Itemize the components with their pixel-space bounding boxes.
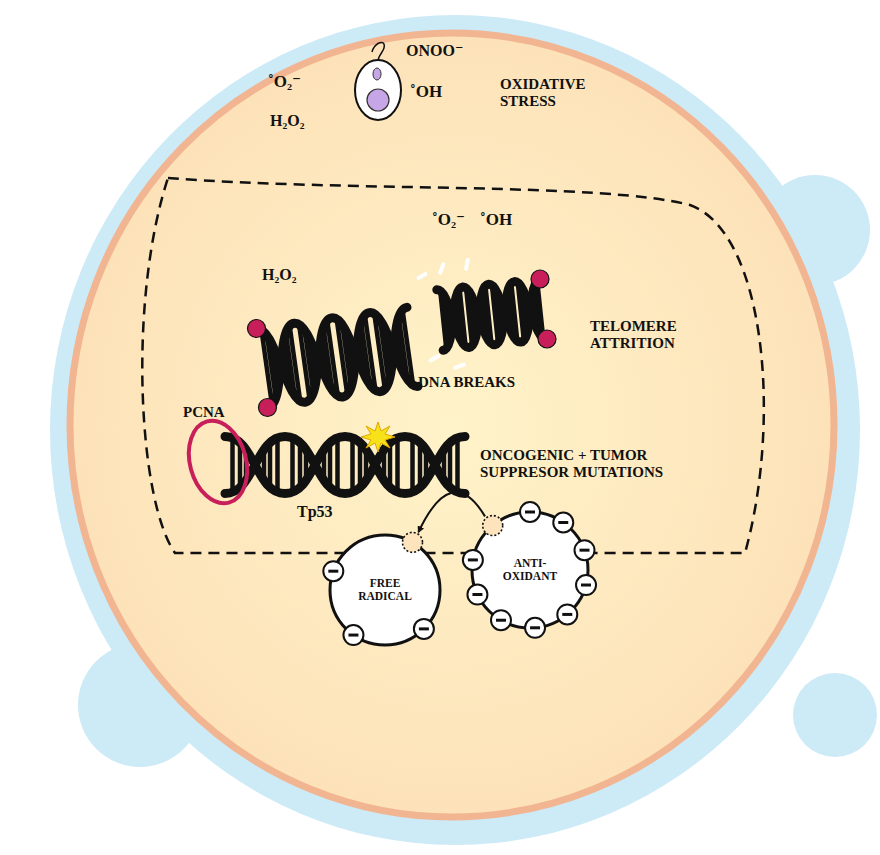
electron-minus — [525, 511, 535, 514]
electron-symbol — [343, 625, 363, 645]
annotation-label: Tp53 — [297, 503, 333, 521]
node-text-area: FREE RADICAL — [315, 520, 455, 660]
electron-symbol — [414, 619, 434, 639]
small-cell-icon — [355, 60, 401, 120]
small-cell-organelle — [373, 68, 381, 80]
electron-minus — [562, 613, 572, 616]
electron-vacancy — [403, 532, 423, 552]
electron-symbol — [323, 561, 343, 581]
molecule-circle: ANTI- OXIDANT — [455, 495, 605, 645]
break-mark — [464, 258, 470, 271]
electron-minus — [581, 584, 591, 587]
dna-helix — [256, 307, 418, 407]
break-mark — [438, 262, 446, 276]
electron-minus — [328, 570, 338, 573]
electron-minus — [580, 549, 590, 552]
break-mark — [428, 353, 441, 363]
electron-symbol — [576, 575, 596, 595]
electron-minus — [468, 558, 478, 561]
dna-helix — [225, 437, 465, 494]
annotation-label: DNA BREAKS — [418, 374, 515, 391]
annotation-label: OXIDATIVE STRESS — [500, 76, 620, 111]
electron-vacancy — [483, 516, 503, 536]
background-blob — [793, 673, 877, 757]
electron-symbol — [491, 610, 511, 630]
electron-minus — [472, 593, 482, 596]
node-label: ANTI- OXIDANT — [493, 557, 567, 583]
annotation-label: ONOO⁻ — [406, 42, 463, 60]
small-cell-flagellum — [372, 42, 384, 60]
telomere-cap — [538, 330, 556, 348]
annotation-label: PCNA — [183, 404, 225, 421]
annotation-label: ˚OH — [410, 82, 442, 102]
nucleus-outline — [142, 178, 764, 553]
electron-minus — [496, 619, 506, 622]
dna-helix-shape — [225, 437, 465, 494]
dna-helix-shape — [256, 307, 418, 407]
dna-helix — [437, 279, 547, 350]
molecule-circle-shape — [472, 512, 588, 628]
annotation-label: ˚O₂⁻ — [268, 72, 301, 92]
cell-membrane — [70, 33, 834, 817]
electron-symbol — [525, 618, 545, 638]
electron-symbol — [557, 604, 577, 624]
annotation-label: TELOMERE ATTRITION — [590, 318, 710, 353]
node-text-area: ANTI- OXIDANT — [455, 495, 605, 645]
electron-symbol — [575, 540, 595, 560]
mutation-star — [361, 422, 395, 452]
dna-helix-shape — [437, 279, 547, 350]
electron-minus — [530, 626, 540, 629]
electron-minus — [558, 521, 568, 524]
molecule-circle: FREE RADICAL — [315, 520, 455, 660]
electron-symbol — [520, 502, 540, 522]
node-label: FREE RADICAL — [349, 577, 421, 603]
annotation-label: H₂O₂ — [270, 112, 304, 130]
electron-minus — [348, 634, 358, 637]
electron-symbol — [463, 550, 483, 570]
electron-symbol — [467, 585, 487, 605]
telomere-cap — [259, 399, 277, 417]
small-cell-nucleus — [367, 89, 389, 111]
pcna-ring — [180, 414, 256, 510]
molecule-circle-shape — [330, 535, 440, 645]
electron-minus — [419, 627, 429, 630]
annotation-label: ONCOGENIC + TUMOR SUPPRESOR MUTATIONS — [480, 447, 725, 482]
background-blob — [50, 15, 860, 845]
annotation-label: ˚OH — [480, 210, 512, 230]
break-mark — [416, 271, 428, 280]
break-mark — [453, 362, 467, 370]
annotation-label: ˚O₂⁻ — [432, 210, 465, 230]
electron-transfer-arrow — [419, 492, 486, 532]
annotation-label: H₂O₂ — [262, 266, 296, 284]
electron-symbol — [553, 512, 573, 532]
telomere-cap — [531, 270, 549, 288]
telomere-cap — [248, 320, 266, 338]
